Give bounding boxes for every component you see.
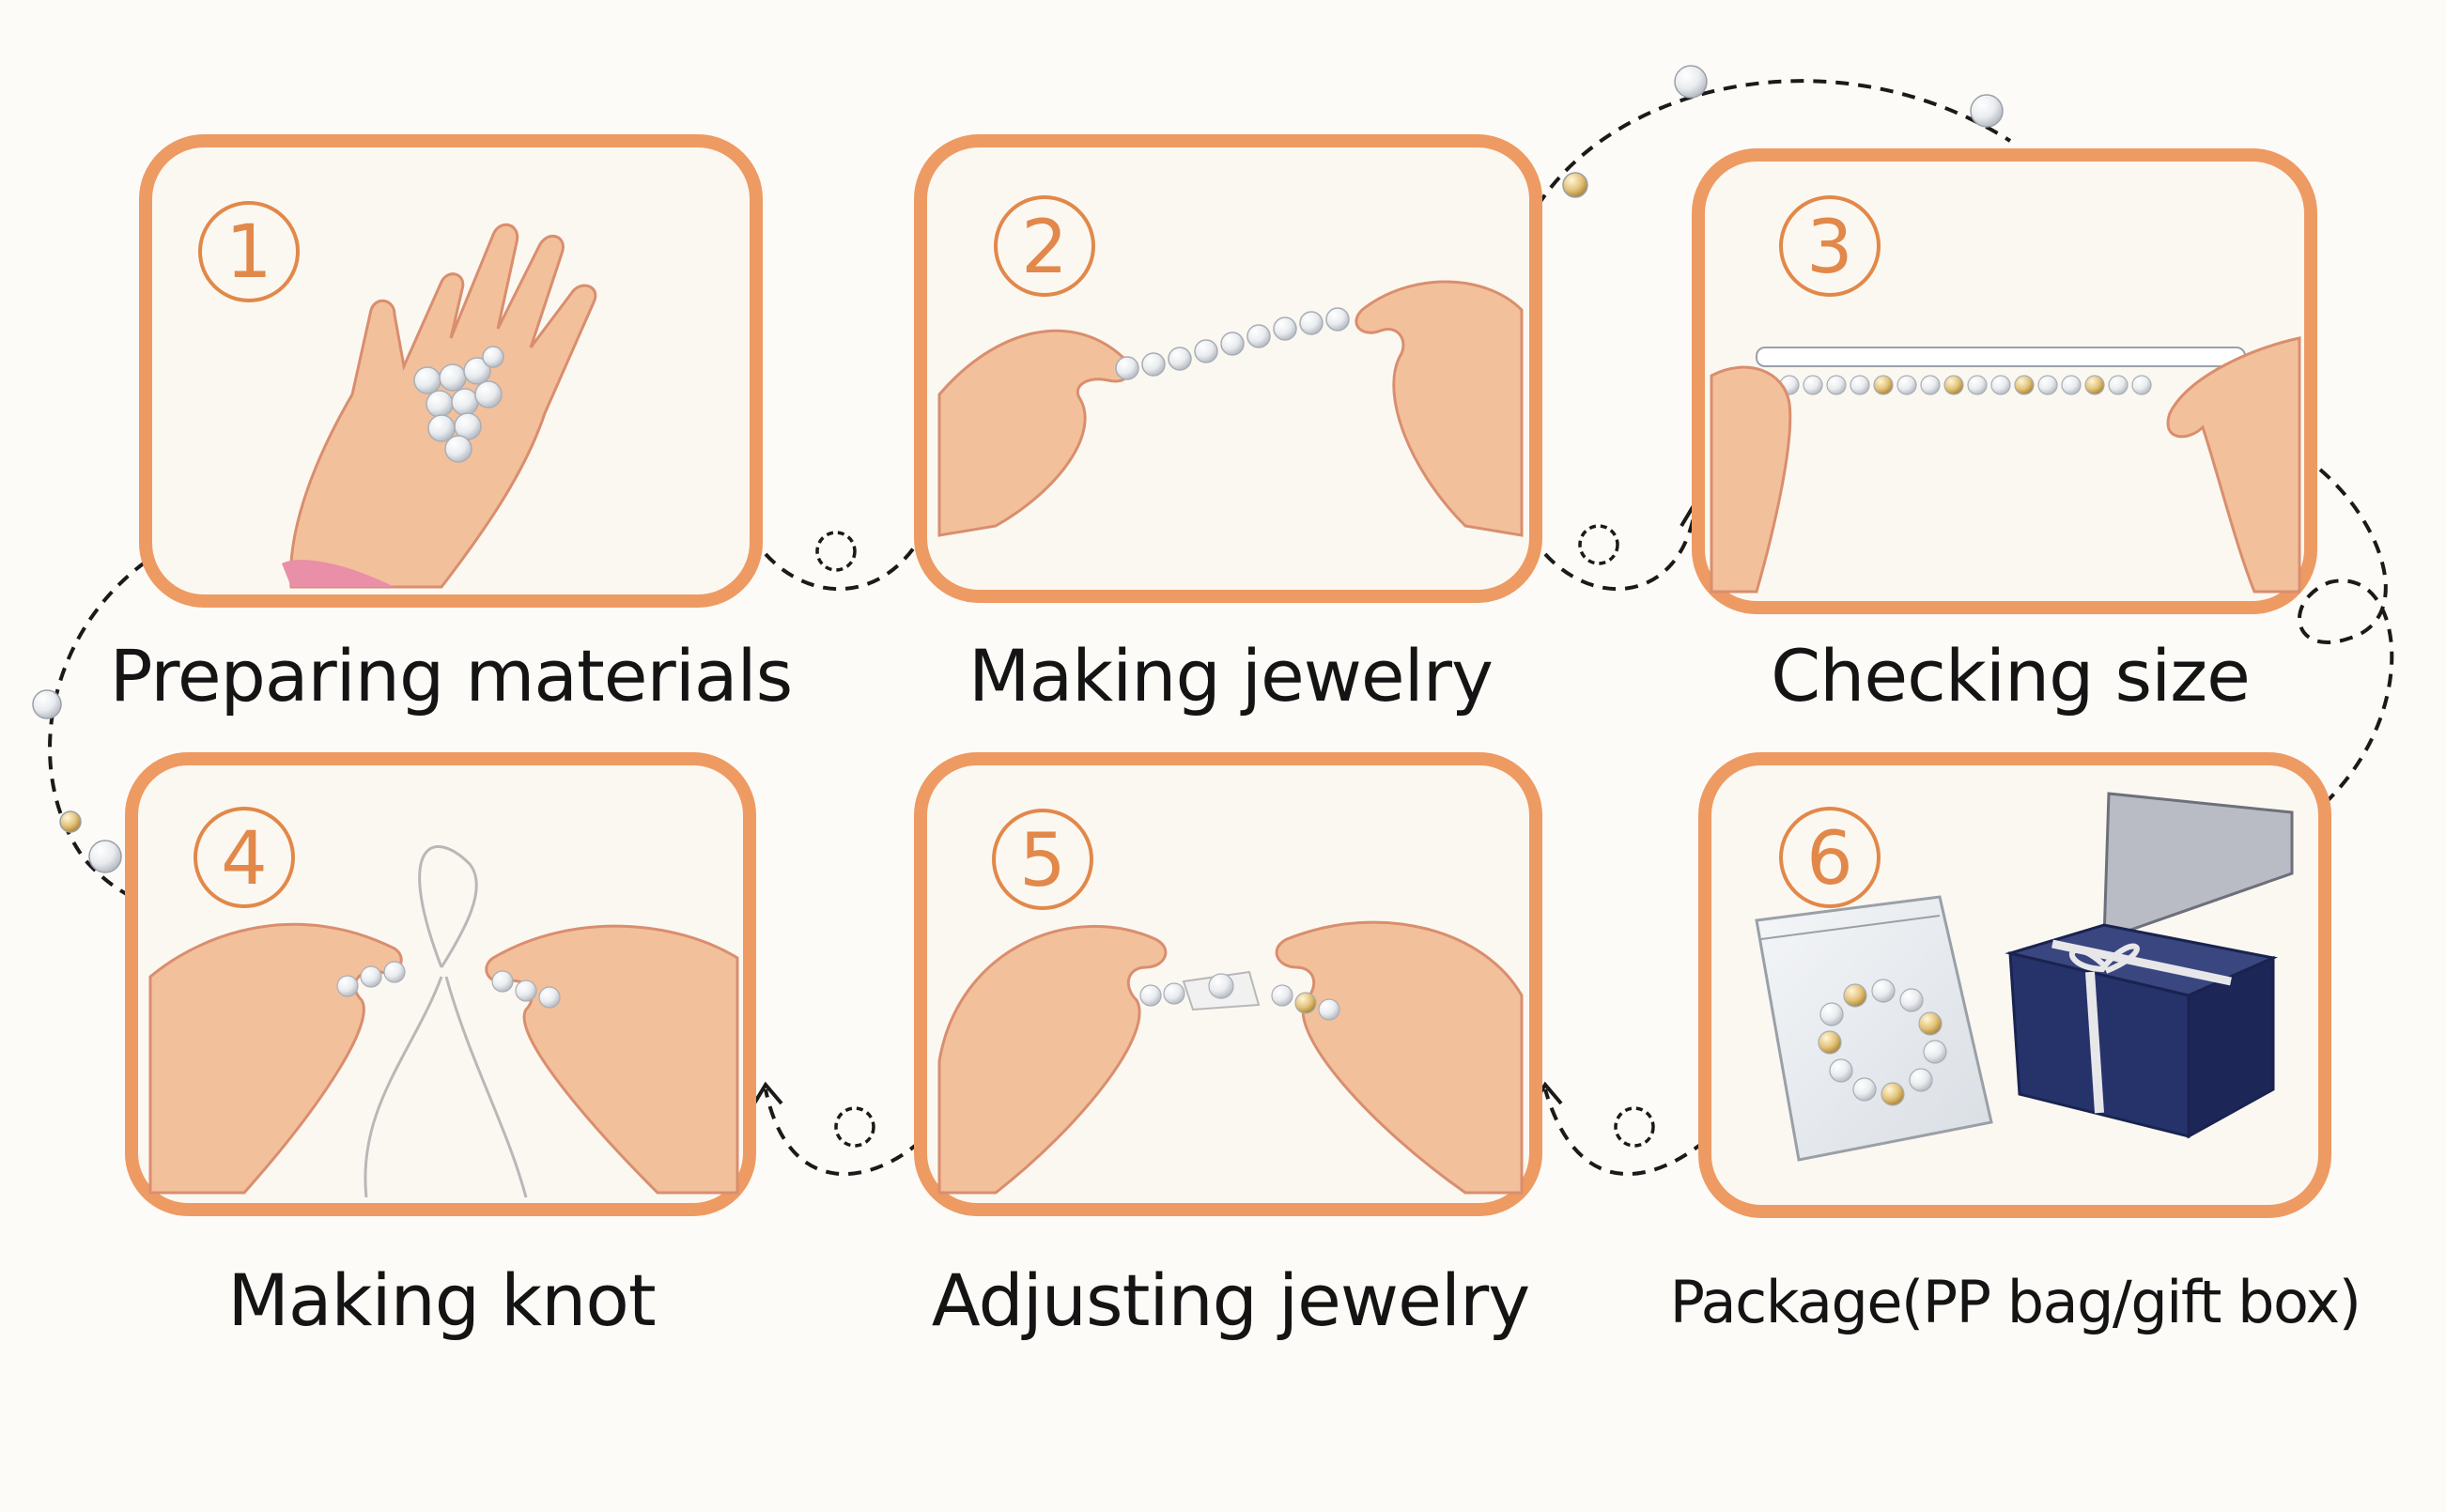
step-2-number: 2 [1021, 206, 1068, 290]
step-2-card: 2 [914, 134, 1542, 603]
step-4-label: Making knot [227, 1258, 656, 1342]
connector-rings [815, 524, 1655, 1148]
gift-box [2005, 792, 2294, 1139]
step-3-card: 3 [1692, 148, 2317, 614]
step-4-card: 4 [125, 752, 756, 1216]
step-3-number-badge [1779, 195, 1881, 297]
step-5-number-badge [992, 809, 1093, 910]
step-6-number-badge [1779, 807, 1881, 908]
step-4-illustration [148, 845, 739, 1198]
connector-pearls [32, 65, 2004, 873]
step-1-illustration [282, 223, 597, 589]
connector-top-arc [1525, 79, 2012, 226]
step-1-number: 1 [225, 210, 272, 295]
step-5-illustration [937, 920, 1524, 1195]
measuring-strip [1756, 347, 2246, 367]
step-2-label: Making jewelry [968, 634, 1494, 717]
connector-2-3 [1543, 506, 1697, 592]
step-5-number: 5 [1019, 819, 1066, 903]
step-5-card: 5 [914, 752, 1542, 1216]
step-3-label: Checking size [1771, 634, 2251, 717]
step-6-card: 6 [1698, 752, 2331, 1218]
connector-3-6 [2298, 468, 2394, 810]
step-5-label: Adjusting jewelry [931, 1258, 1530, 1342]
pearl-pile [413, 346, 504, 463]
connector-5-4 [764, 1088, 922, 1176]
step-6-label: Package(PP bag/gift box) [1669, 1268, 2361, 1336]
step-4-number: 4 [221, 817, 268, 902]
step-6-number: 6 [1806, 817, 1853, 902]
bead-strand [1115, 307, 1350, 380]
connector-1-2 [764, 506, 937, 592]
step-4-number-badge [194, 807, 295, 908]
step-1-number-badge [198, 201, 300, 302]
pp-bag [1755, 895, 1993, 1162]
step-2-number-badge [994, 195, 1095, 297]
step-1-label: Preparing materials [109, 634, 793, 717]
step-3-illustration [1710, 336, 2301, 594]
step-2-illustration [937, 280, 1524, 537]
step-3-number: 3 [1806, 206, 1853, 290]
step-1-card: 1 [139, 134, 763, 608]
connector-6-5 [1543, 1088, 1707, 1176]
